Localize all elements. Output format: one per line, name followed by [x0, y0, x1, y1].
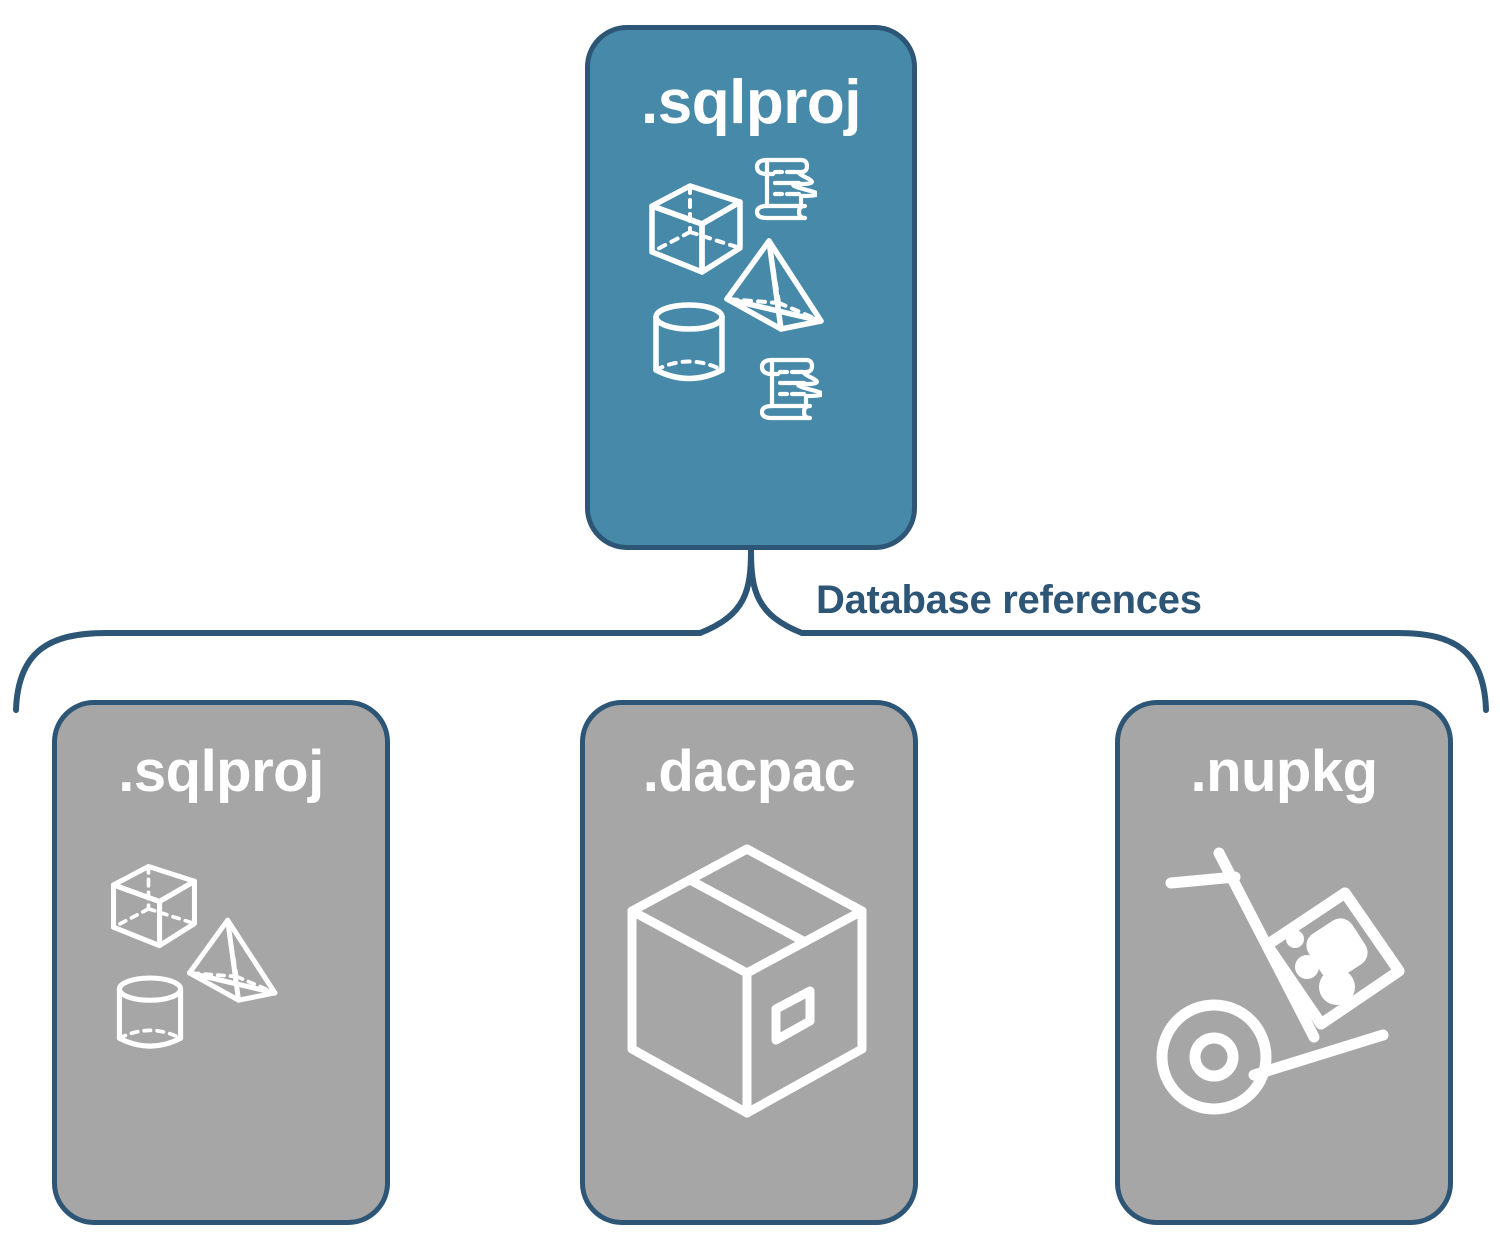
card-title-nupkg: .nupkg [1190, 739, 1378, 804]
cube-wireframe-icon [649, 183, 743, 275]
node-card-sqlproj-ref[interactable]: .sqlproj [52, 700, 390, 1225]
card-title-sqlproj-root: .sqlproj [641, 68, 861, 137]
card-title-dacpac: .dacpac [642, 739, 856, 804]
connector-label-database-references: Database references [816, 578, 1202, 622]
pyramid-wireframe-icon [724, 238, 824, 332]
node-card-nupkg[interactable]: .nupkg [1115, 700, 1453, 1225]
icon-cluster-nupkg [1139, 811, 1429, 1141]
database-references-bracket [13, 547, 1489, 713]
scroll-script-icon [759, 357, 822, 421]
hand-truck-package-icon [1156, 847, 1405, 1115]
node-card-dacpac[interactable]: .dacpac [580, 700, 918, 1225]
icon-cluster-dacpac [604, 811, 894, 1141]
shipping-box-icon [627, 844, 867, 1118]
icon-cluster-root [636, 152, 866, 442]
icon-cluster-sqlproj-ref [76, 811, 366, 1141]
scroll-script-icon [754, 157, 817, 221]
cube-wireframe-icon [110, 863, 198, 949]
cylinder-wireframe-icon [116, 975, 184, 1049]
pyramid-wireframe-icon [186, 917, 278, 1003]
card-title-sqlproj-ref: .sqlproj [118, 739, 324, 804]
cylinder-wireframe-icon [653, 302, 725, 382]
node-card-sqlproj-root[interactable]: .sqlproj [585, 25, 917, 550]
